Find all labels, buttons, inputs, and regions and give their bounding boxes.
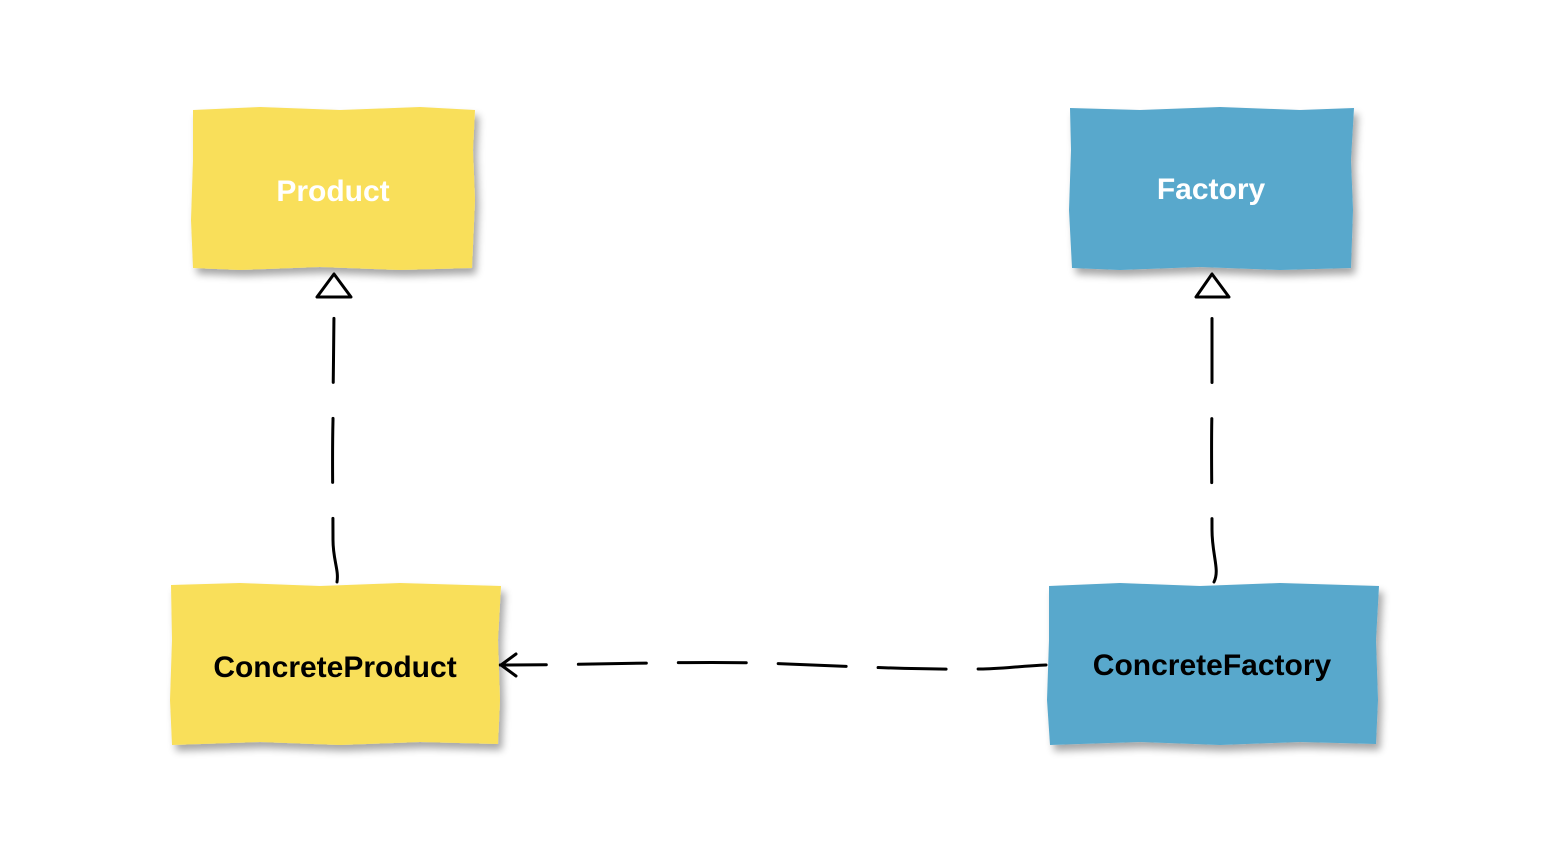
dependency-arrowhead [499, 652, 518, 678]
node-concrete-factory[interactable]: ConcreteFactory [1047, 583, 1379, 745]
realization-edge-product[interactable] [331, 298, 339, 584]
node-factory[interactable]: Factory [1069, 107, 1354, 270]
product-label: Product [276, 175, 389, 208]
factory-label: Factory [1157, 173, 1266, 206]
concrete-product-label: ConcreteProduct [213, 651, 456, 684]
dependency-edge[interactable] [498, 660, 1048, 671]
realization-edge-factory[interactable] [1210, 298, 1218, 584]
node-concrete-product[interactable]: ConcreteProduct [170, 583, 501, 745]
concrete-factory-box [1047, 583, 1379, 745]
product-box [191, 107, 475, 270]
concrete-factory-label: ConcreteFactory [1093, 649, 1332, 682]
node-product[interactable]: Product [191, 107, 475, 270]
concrete-product-box [170, 583, 501, 745]
realization-arrowhead-factory [1194, 272, 1231, 299]
edges [315, 272, 1231, 678]
realization-arrowhead-product [315, 272, 353, 299]
factory-box [1069, 107, 1354, 270]
